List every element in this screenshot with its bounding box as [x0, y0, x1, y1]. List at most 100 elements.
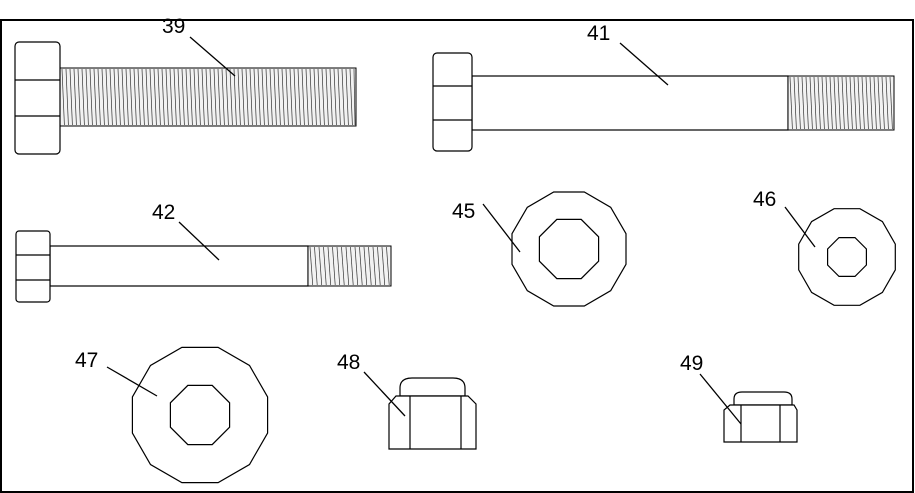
thread-line — [825, 76, 829, 130]
thread-line — [317, 68, 321, 126]
thread-line — [121, 68, 125, 126]
bolt-42-head — [15, 230, 51, 303]
thread-line — [341, 68, 345, 126]
thread-line — [345, 246, 350, 286]
thread-line — [145, 68, 149, 126]
thread-line — [865, 76, 869, 130]
thread-line — [141, 68, 145, 126]
thread-line — [181, 68, 185, 126]
thread-line — [189, 68, 193, 126]
thread-line — [177, 68, 181, 126]
thread-line — [327, 246, 332, 286]
thread-line — [861, 76, 865, 130]
thread-line — [213, 68, 217, 126]
thread-line — [97, 68, 101, 126]
thread-line — [837, 76, 841, 130]
bolt-42-thread-lines — [309, 246, 390, 286]
nut-48-crown — [399, 377, 466, 397]
thread-line — [359, 246, 363, 286]
thread-line — [161, 68, 165, 126]
thread-line — [113, 68, 117, 126]
thread-line — [869, 76, 873, 130]
thread-line — [873, 76, 877, 130]
thread-line — [277, 68, 281, 126]
thread-line — [817, 76, 821, 130]
callout-47: 47 — [75, 349, 98, 372]
leader-48 — [363, 371, 406, 417]
thread-line — [249, 68, 253, 126]
callout-39: 39 — [162, 15, 185, 38]
nut-48 — [388, 377, 477, 450]
thread-line — [350, 246, 354, 286]
thread-line — [233, 68, 237, 126]
thread-line — [221, 68, 225, 126]
thread-line — [209, 68, 213, 126]
washer-45-hole — [538, 218, 600, 280]
thread-line — [318, 246, 323, 286]
thread-line — [833, 76, 837, 130]
leader-39 — [189, 36, 236, 77]
bolt-39-head — [14, 41, 61, 155]
thread-line — [65, 68, 69, 126]
bolt-41 — [432, 52, 895, 152]
nut-49-body — [723, 404, 798, 443]
callout-42: 42 — [152, 201, 175, 224]
nut-49 — [723, 391, 798, 443]
thread-line — [217, 68, 221, 126]
thread-line — [257, 68, 261, 126]
thread-line — [363, 246, 368, 286]
thread-line — [237, 68, 241, 126]
thread-line — [157, 68, 161, 126]
thread-line — [101, 68, 105, 126]
thread-line — [805, 76, 809, 130]
thread-line — [281, 68, 285, 126]
nut-48-body — [388, 395, 477, 450]
thread-line — [149, 68, 153, 126]
bolt-39 — [14, 41, 357, 155]
thread-line — [885, 76, 889, 130]
washer-46-hole — [826, 237, 868, 277]
thread-line — [329, 68, 333, 126]
thread-line — [372, 246, 377, 286]
thread-line — [133, 68, 137, 126]
thread-line — [265, 68, 269, 126]
leader-41 — [619, 42, 669, 86]
thread-line — [314, 246, 318, 286]
thread-line — [137, 68, 141, 126]
thread-line — [81, 68, 85, 126]
callout-45: 45 — [452, 200, 475, 223]
thread-line — [89, 68, 93, 126]
bolt-42-shank — [49, 245, 309, 287]
thread-line — [853, 76, 857, 130]
thread-line — [125, 68, 129, 126]
callout-46: 46 — [753, 188, 776, 211]
thread-line — [293, 68, 297, 126]
thread-line — [129, 68, 133, 126]
thread-line — [841, 76, 845, 130]
thread-line — [117, 68, 121, 126]
leader-45 — [482, 203, 521, 253]
thread-line — [85, 68, 89, 126]
thread-line — [305, 68, 309, 126]
thread-line — [173, 68, 177, 126]
thread-line — [185, 68, 189, 126]
thread-line — [253, 68, 257, 126]
thread-line — [323, 246, 327, 286]
leader-47 — [106, 366, 158, 397]
thread-line — [336, 246, 341, 286]
washer-47-hole — [169, 384, 231, 446]
thread-line — [845, 76, 849, 130]
thread-line — [297, 68, 301, 126]
thread-line — [77, 68, 81, 126]
callout-41: 41 — [587, 22, 610, 45]
thread-line — [289, 68, 293, 126]
thread-line — [229, 68, 233, 126]
bolt-39-thread-lines — [61, 68, 356, 126]
thread-line — [809, 76, 813, 130]
thread-line — [789, 76, 793, 130]
thread-line — [353, 68, 356, 126]
thread-line — [153, 68, 157, 126]
thread-line — [354, 246, 359, 286]
thread-line — [801, 76, 805, 130]
